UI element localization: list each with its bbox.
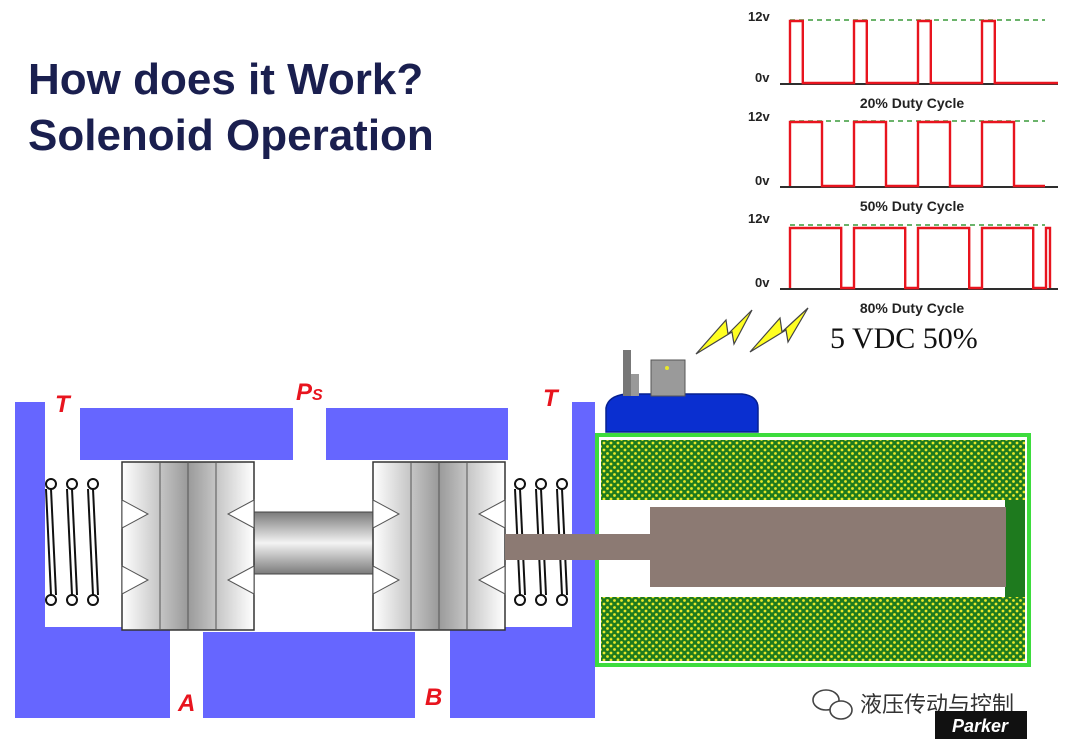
pwm-low-label: 0v — [755, 275, 770, 290]
valve-body — [15, 402, 595, 718]
pwm-caption: 20% Duty Cycle — [860, 95, 964, 111]
body-left-block — [15, 402, 170, 718]
page-title: How does it Work? Solenoid Operation — [28, 52, 434, 164]
coil-core-end — [1005, 500, 1025, 597]
command-signal-label: 5 VDC 50% — [830, 322, 978, 355]
wechat-icon — [812, 689, 853, 720]
pwm-low-label: 0v — [755, 70, 770, 85]
coil-winding-lower — [601, 597, 1025, 661]
coil-winding-upper — [601, 440, 1025, 500]
pwm-signal-20: 12v 0v 20% Duty Cycle — [748, 9, 1058, 111]
port-label-b: B — [425, 684, 442, 711]
body-upper-left-land — [80, 408, 293, 460]
port-label-pressure-main: P — [296, 379, 313, 406]
left-spring — [45, 478, 99, 606]
spool-land-right — [372, 461, 506, 631]
pwm-waveform — [788, 226, 1052, 290]
port-label-pressure-sub: S — [312, 387, 323, 404]
pwm-caption: 50% Duty Cycle — [860, 198, 964, 214]
title-line-2: Solenoid Operation — [28, 111, 434, 160]
pwm-waveform — [788, 19, 1058, 85]
parker-logo — [935, 711, 1027, 739]
electrical-connector — [605, 350, 759, 433]
pwm-high-label: 12v — [748, 109, 770, 124]
pwm-signal-50: 12v 0v 50% Duty Cycle — [748, 109, 1058, 214]
title-line-1: How does it Work? — [28, 55, 424, 104]
solenoid — [505, 433, 1031, 667]
body-upper-right-land — [326, 408, 508, 460]
pwm-low-label: 0v — [755, 173, 770, 188]
lightning-bolt-icon — [695, 307, 809, 355]
pwm-high-label: 12v — [748, 9, 770, 24]
body-right-block — [450, 402, 595, 718]
port-label-a: A — [177, 690, 195, 717]
pwm-waveform — [788, 120, 1045, 188]
spool-rod — [249, 511, 376, 575]
pwm-signal-80: 12v 0v 80% Duty Cycle — [748, 211, 1058, 316]
push-pin — [505, 534, 655, 560]
armature — [650, 507, 1006, 587]
spool — [121, 461, 506, 631]
port-label-tank-right: T — [543, 385, 560, 412]
spool-land-left — [121, 461, 255, 631]
pwm-high-label: 12v — [748, 211, 770, 226]
port-label-tank-left: T — [55, 391, 72, 418]
parker-logo-text: Parker — [952, 716, 1009, 736]
body-lower-middle-land — [203, 632, 415, 718]
pwm-caption: 80% Duty Cycle — [860, 300, 964, 316]
port-label-pressure: PS — [296, 379, 323, 406]
